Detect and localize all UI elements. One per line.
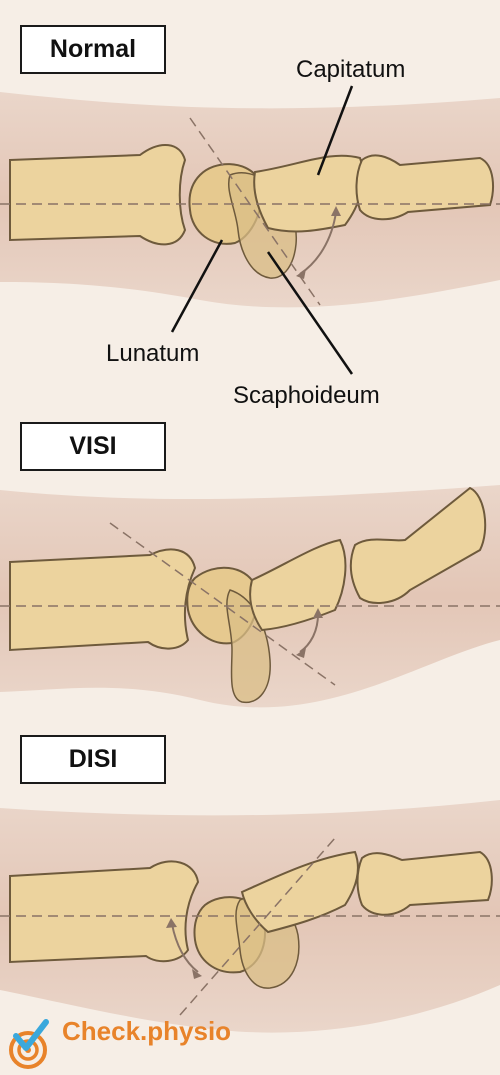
arrow-head	[331, 206, 341, 216]
angle-arrow	[299, 613, 319, 653]
panel-title-disi: DISI	[20, 735, 166, 784]
panel-title-normal: Normal	[20, 25, 166, 74]
radius-bone	[9, 860, 200, 964]
scaphoid-axis	[109, 522, 336, 686]
check-logo-icon	[9, 1019, 49, 1069]
arrow-head	[296, 269, 306, 279]
scaphoideum-label: Scaphoideum	[233, 382, 380, 409]
brand-footer: Check.physio	[8, 1016, 231, 1047]
brand-name: Check.physio	[62, 1016, 232, 1046]
metacarpal-bone	[356, 850, 493, 916]
arrow-head	[192, 969, 202, 979]
capitatum-leader	[316, 85, 354, 176]
capitatum-label: Capitatum	[296, 56, 406, 83]
angle-arrow	[171, 923, 199, 973]
scaphoid-axis	[179, 837, 336, 1016]
metacarpal-bone	[349, 486, 487, 604]
radius-bone	[9, 144, 187, 246]
panel-visi	[0, 485, 500, 708]
arrow-head	[296, 648, 306, 658]
panel-normal	[0, 85, 500, 375]
scaphoideum-leader	[266, 251, 354, 375]
scaphoid-axis	[189, 117, 321, 306]
lunatum-leader	[170, 239, 224, 333]
lunatum-label: Lunatum	[106, 340, 200, 367]
panel-disi	[0, 800, 500, 1033]
arrow-head	[166, 918, 177, 928]
capitatum-bone	[249, 538, 347, 632]
panel-title-visi: VISI	[20, 422, 166, 471]
arrow-head	[313, 608, 323, 618]
radius-bone	[9, 548, 197, 652]
